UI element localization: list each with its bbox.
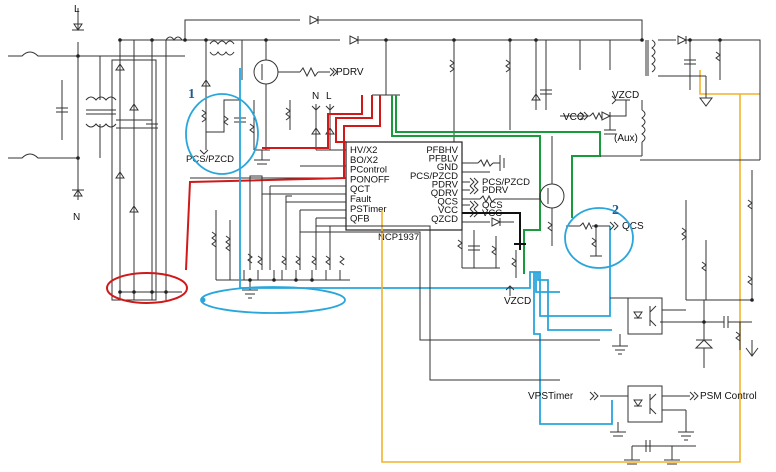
qcs-sense-label: QCS (622, 221, 644, 232)
chip-left-pins: HV/X2BO/X2PControlPONOFFQCTFaultPSTimerQ… (350, 145, 390, 225)
chip-left-pin-1: BO/X2 (350, 155, 378, 166)
chip-right-pin-0: PFBHV (426, 145, 458, 156)
red-signal-path (335, 95, 373, 143)
vcc-supply-path (462, 212, 521, 250)
controller-chip (345, 141, 463, 231)
vzcd-bottom-label: VZCD (504, 296, 531, 307)
chip-name: NCP1937 (378, 232, 419, 243)
pfc-current-sense-circuit (199, 86, 270, 165)
chip-right-pin-6: QCS (437, 197, 458, 208)
pfc-power-stage: PDRV (184, 15, 643, 150)
chip-right-pin-8: QZCD (431, 214, 458, 225)
chip-left-pin-0: HV/X2 (350, 145, 377, 156)
chip-right-pin-2: GND (437, 162, 458, 173)
chip-left-pin-7: QFB (350, 214, 370, 225)
pdrv-right-label: PDRV (482, 185, 509, 196)
pdrv-label: PDRV (336, 67, 364, 78)
n-sense-label: N (312, 91, 319, 102)
hv-sense-inputs (265, 100, 346, 151)
neutral-input-label: N (73, 212, 80, 223)
red-return-path (185, 177, 347, 271)
junction-dots (76, 38, 754, 324)
chip-right-pin-3: PCS/PZCD (410, 171, 458, 182)
l-sense-label: L (326, 91, 332, 102)
red-signal-path-2 (262, 95, 363, 149)
callout-2-number: 2 (612, 203, 619, 218)
chip-left-pin-4: QCT (350, 184, 370, 195)
vzcd-top-label: VZCD (612, 90, 639, 101)
output-stage (249, 35, 761, 465)
chip-left-pin-6: PSTimer (350, 204, 387, 215)
callout-2-ellipse (564, 207, 634, 269)
line-input-label: L (74, 4, 80, 15)
callout-1-ellipse (185, 93, 259, 175)
blue-path-origin-dot (200, 297, 206, 303)
vpstimer-label: VPSTimer (528, 391, 574, 402)
chip-left-pin-2: PControl (350, 165, 387, 176)
green-signal-path (391, 95, 541, 274)
psm-control-label: PSM Control (700, 391, 757, 402)
chip-left-pin-5: Fault (350, 194, 371, 205)
blue-highlight-ellipse-bottom (200, 286, 346, 314)
quasi-resonant-stage (457, 95, 646, 296)
pcs-pzcd-left-label: PCS/PZCD (186, 154, 234, 165)
aux-winding-label: (Aux) (614, 133, 638, 144)
chip-right-pin-7: VCC (438, 205, 458, 216)
chip-right-pin-4: PDRV (432, 179, 459, 190)
qcs-right-label: QCS (482, 200, 503, 211)
chip-right-pin-5: QDRV (431, 188, 459, 199)
vcc-aux-label: VCC (563, 112, 584, 123)
red-highlight-ellipse (106, 272, 188, 304)
orange-signal-path (381, 70, 741, 463)
ac-input-section (8, 8, 185, 301)
callout-1-number: 1 (188, 87, 195, 102)
right-pin-nets (462, 155, 520, 218)
pcs-pzcd-right-label: PCS/PZCD (482, 177, 530, 188)
chip-left-pin-3: PONOFF (350, 174, 390, 185)
chip-right-pin-1: PFBLV (429, 154, 459, 165)
